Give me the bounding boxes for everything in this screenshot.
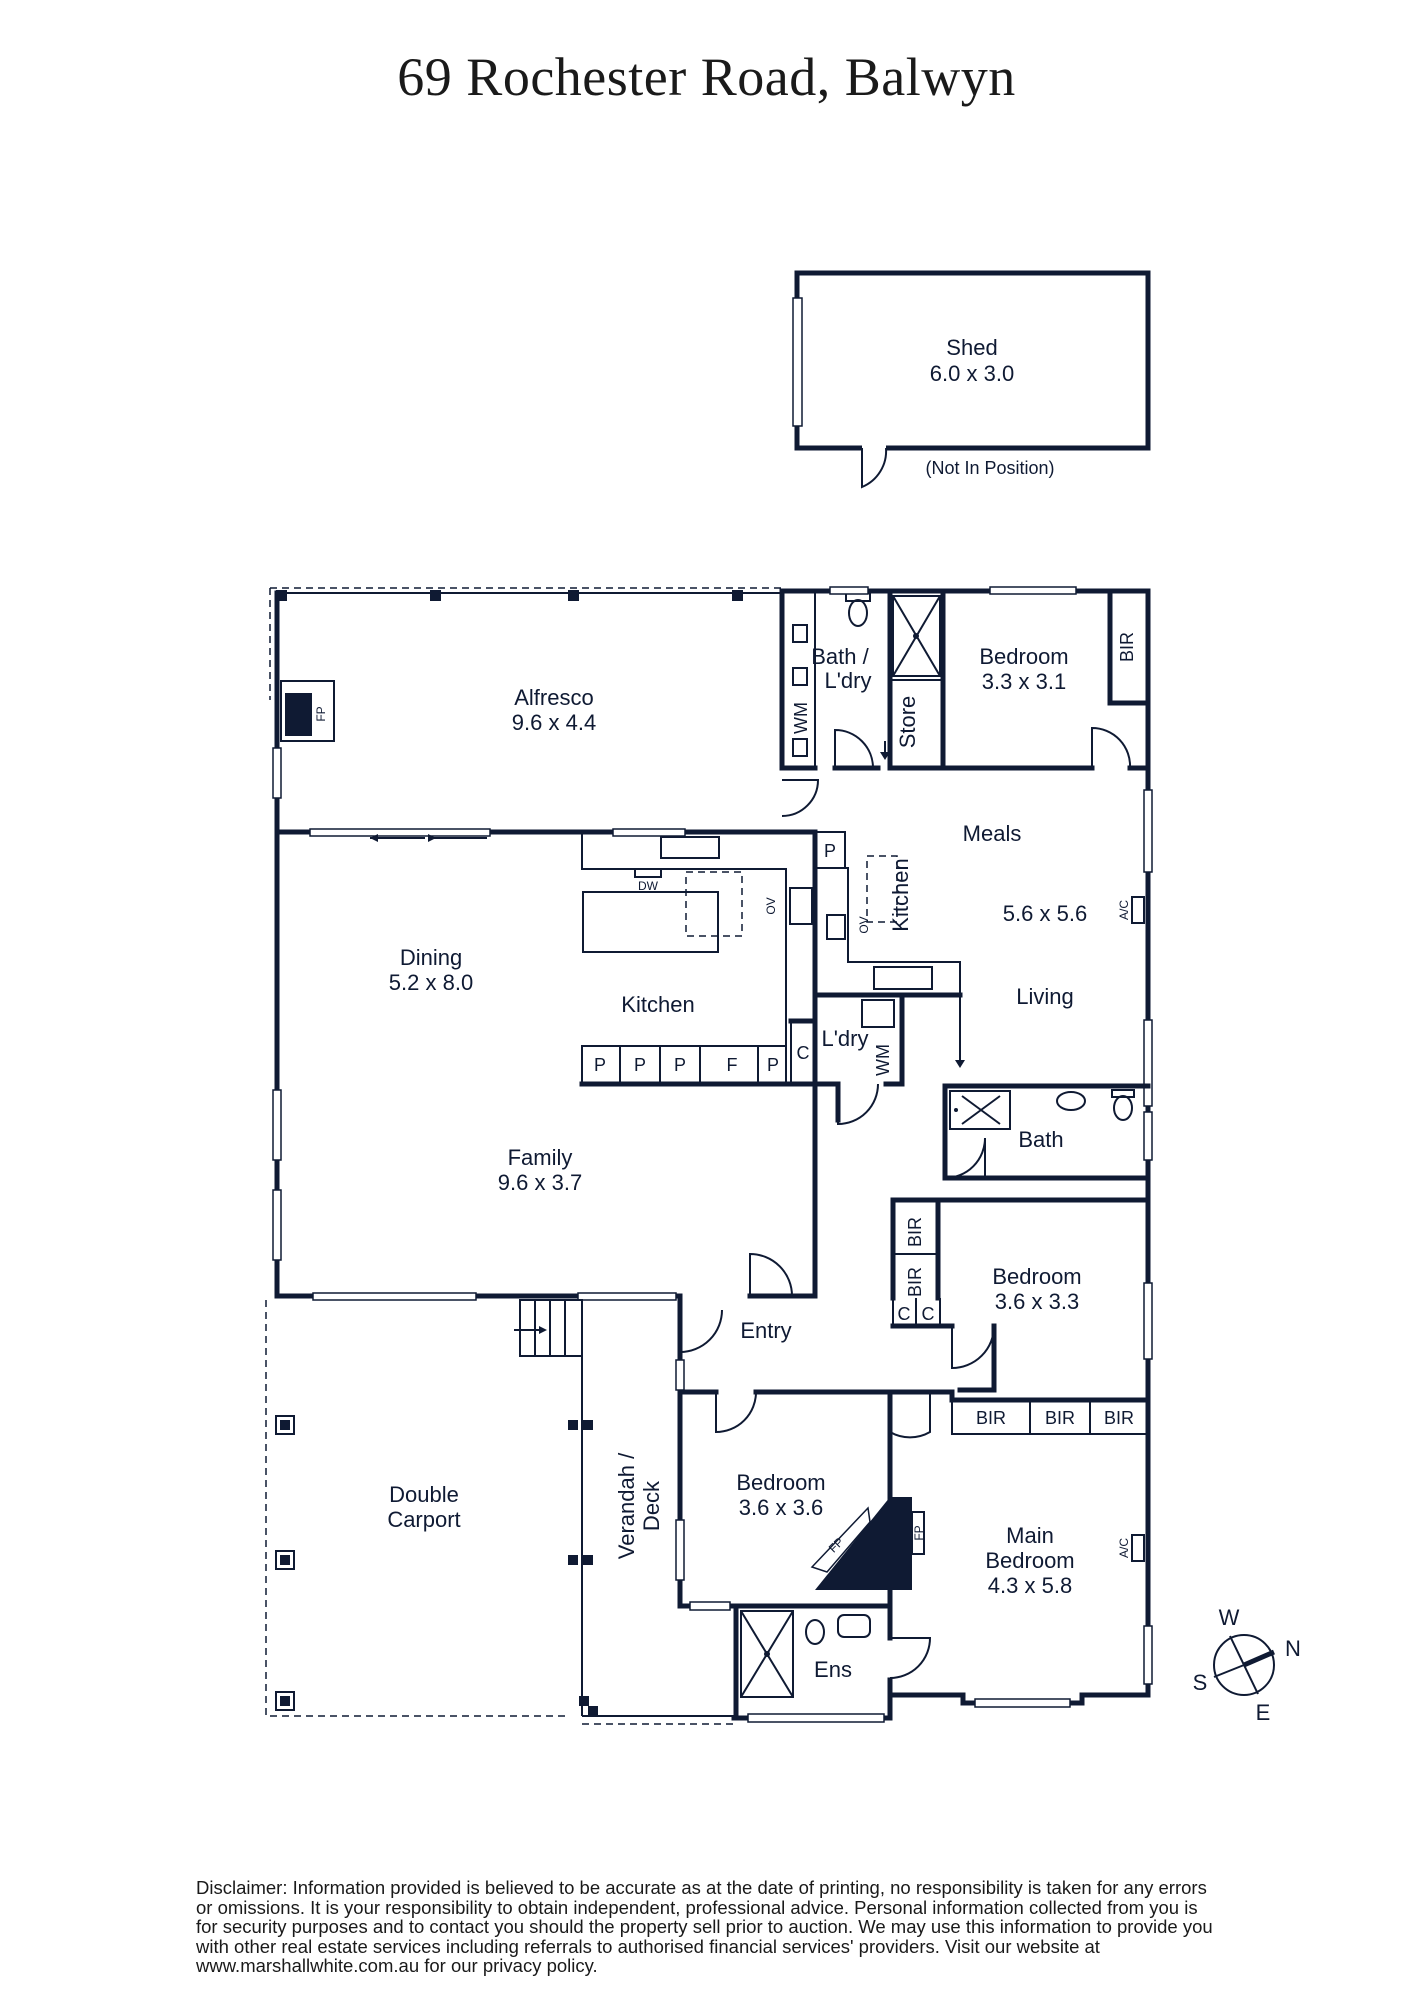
verandah-name: Verandah / <box>614 1452 639 1559</box>
cupboard-label: C <box>898 1304 911 1324</box>
bir-label: BIR <box>905 1217 925 1247</box>
toilet <box>848 599 868 627</box>
pantry-label: P <box>767 1055 779 1075</box>
dw-label: DW <box>638 879 659 893</box>
compass-circle <box>1213 1634 1275 1696</box>
entry-name: Entry <box>740 1318 791 1343</box>
shed-note: (Not In Position) <box>925 458 1054 478</box>
shed-size: 6.0 x 3.0 <box>930 361 1014 386</box>
bedroom-front-name: Bedroom <box>736 1470 825 1495</box>
bath-laundry-name-2: L'dry <box>825 668 872 693</box>
ov-label: OV <box>764 897 778 914</box>
alfresco-size: 9.6 x 4.4 <box>512 710 596 735</box>
corner-fireplace <box>815 1497 912 1590</box>
bathtub <box>949 1090 1011 1130</box>
alfresco-name: Alfresco <box>514 685 593 710</box>
bedroom-top-name: Bedroom <box>979 644 1068 669</box>
carport-outline <box>265 1300 566 1717</box>
pantry-label: P <box>674 1055 686 1075</box>
main-bedroom-name: Main <box>1006 1523 1054 1548</box>
fireplace-label: FP <box>314 706 328 721</box>
alfresco-post <box>568 590 579 601</box>
carport-name-2: Carport <box>387 1507 460 1532</box>
dining-size: 5.2 x 8.0 <box>389 970 473 995</box>
wm-label: WM <box>873 1044 893 1076</box>
fireplace-label: FP <box>912 1525 926 1540</box>
cupboard-label: C <box>797 1043 810 1063</box>
main-bedroom-size: 4.3 x 5.8 <box>988 1573 1072 1598</box>
bath-laundry-name: Bath / <box>811 644 869 669</box>
alfresco-post <box>732 590 743 601</box>
shed: Shed 6.0 x 3.0 (Not In Position) <box>792 270 1151 489</box>
bedroom-mid-name: Bedroom <box>992 1264 1081 1289</box>
living-name: Living <box>1016 984 1073 1009</box>
ensuite-shower <box>740 1610 794 1698</box>
kitchen-sink <box>660 836 720 859</box>
fridge-label: F <box>727 1055 738 1075</box>
compass-e: E <box>1256 1700 1271 1725</box>
bir-label: BIR <box>1104 1408 1134 1428</box>
ensuite-name: Ens <box>814 1657 852 1682</box>
bedroom-front-size: 3.6 x 3.6 <box>739 1495 823 1520</box>
dining-name: Dining <box>400 945 462 970</box>
alfresco-fireplace <box>280 680 335 742</box>
family-name: Family <box>508 1145 573 1170</box>
ov-label: OV <box>857 916 871 933</box>
vanity-basin <box>1056 1091 1086 1111</box>
pantry-label: P <box>634 1055 646 1075</box>
ac-label: A/C <box>1117 1538 1131 1558</box>
toilet <box>1113 1095 1133 1121</box>
meals-size: 5.6 x 5.6 <box>1003 901 1087 926</box>
kitchen-island <box>582 891 719 953</box>
ac-label: A/C <box>1117 900 1131 920</box>
main-bedroom-name-2: Bedroom <box>985 1548 1074 1573</box>
kitchen-bench <box>581 832 787 1046</box>
kitchenette-sink <box>873 966 933 990</box>
meals-name: Meals <box>963 821 1022 846</box>
shed-name: Shed <box>946 335 997 360</box>
bir-label: BIR <box>976 1408 1006 1428</box>
kitchenette-name: Kitchen <box>888 858 913 931</box>
page-title: 69 Rochester Road, Balwyn <box>397 47 1016 107</box>
shower-base <box>892 595 941 677</box>
shed-window <box>792 297 803 427</box>
ensuite-basin <box>837 1614 871 1638</box>
bir-label: BIR <box>1045 1408 1075 1428</box>
bedroom-top-size: 3.3 x 3.1 <box>982 669 1066 694</box>
compass-needle <box>1243 1649 1275 1668</box>
compass: W N S E <box>1193 1605 1301 1725</box>
verandah-name-2: Deck <box>639 1480 664 1531</box>
pantry-label: P <box>594 1055 606 1075</box>
kitchen-name: Kitchen <box>621 992 694 1017</box>
pantry-label: P <box>824 841 836 861</box>
compass-w: W <box>1219 1605 1240 1630</box>
family-size: 9.6 x 3.7 <box>498 1170 582 1195</box>
house-walls: FP WM <box>265 586 1153 1725</box>
compass-s: S <box>1193 1670 1208 1695</box>
alfresco-roof-line <box>270 587 783 770</box>
store-name: Store <box>895 696 920 749</box>
alfresco-post <box>430 590 441 601</box>
bir-label: BIR <box>1117 632 1137 662</box>
bir-label: BIR <box>905 1267 925 1297</box>
cupboard-label: C <box>922 1304 935 1324</box>
bedroom-mid-size: 3.6 x 3.3 <box>995 1289 1079 1314</box>
shed-door-swing <box>861 447 888 489</box>
carport-name: Double <box>389 1482 459 1507</box>
wm-label: WM <box>791 702 811 734</box>
toilet <box>805 1619 825 1645</box>
cooktop <box>789 887 813 925</box>
bath-name: Bath <box>1018 1127 1063 1152</box>
room-labels: Alfresco 9.6 x 4.4 Bath / L'dry Store Be… <box>387 644 1087 1682</box>
disclaimer-text: Disclaimer: Information provided is beli… <box>196 1877 1213 1976</box>
laundry-name: L'dry <box>822 1026 869 1051</box>
compass-n: N <box>1285 1636 1301 1661</box>
alfresco-post <box>276 590 287 601</box>
